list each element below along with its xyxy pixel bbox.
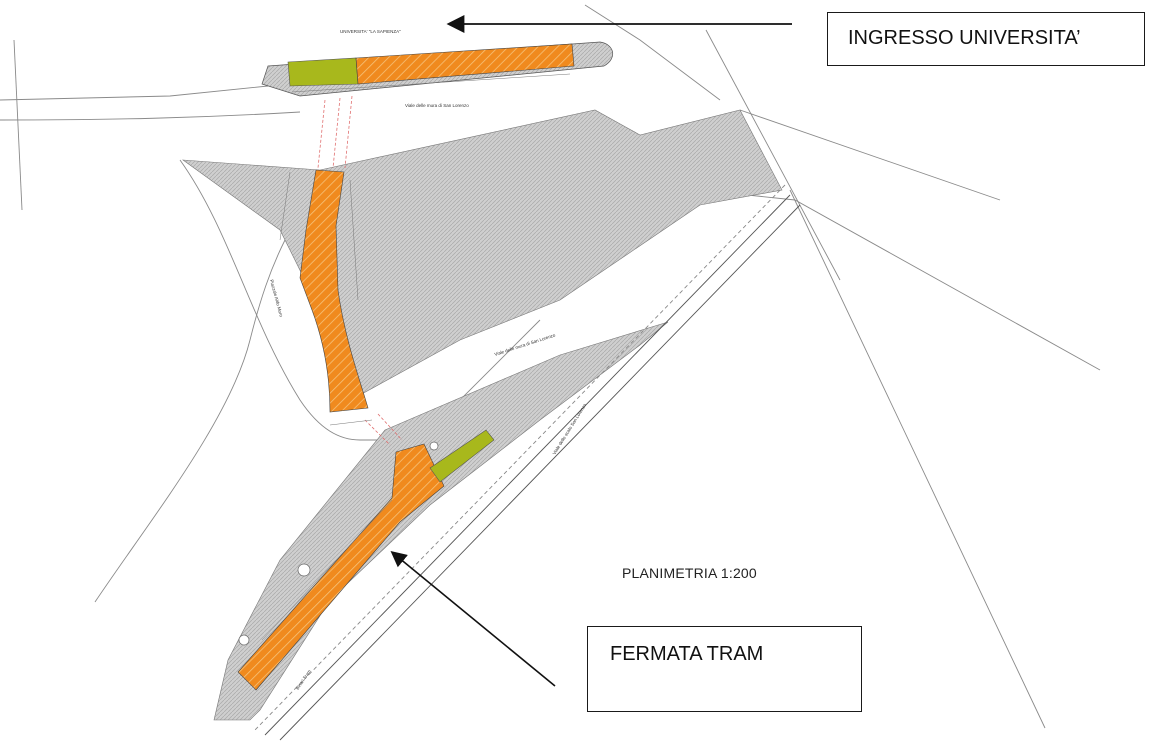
- crossing-dashes: [317, 95, 403, 446]
- label-piazzale: Piazzale Aldo Moro: [269, 279, 284, 318]
- callout-ingresso-universita: INGRESSO UNIVERSITA’: [827, 12, 1145, 66]
- callout-fermata-tram: FERMATA TRAM: [587, 626, 862, 712]
- green-area-lower: [429, 429, 495, 483]
- arrow-tram: [390, 550, 556, 687]
- scale-title: PLANIMETRIA 1:200: [622, 565, 757, 581]
- label-viale-top: Viale delle mura di San Lorenzo: [405, 103, 469, 108]
- label-binari: Binari Tram: [295, 669, 312, 691]
- orange-ramp-top: [355, 43, 575, 85]
- label-university: UNIVERSITA' "LA SAPIENZA": [340, 29, 401, 34]
- orange-ramp-lower: [237, 443, 445, 691]
- site-features: [238, 441, 439, 646]
- dimension-lines: [261, 73, 571, 641]
- tram-tracks: [254, 184, 801, 741]
- hatched-gray-area-middle: [181, 109, 783, 396]
- label-viale-mid: Viale delle mura di San Lorenzo: [494, 332, 557, 357]
- orange-ramp-middle: [299, 169, 369, 413]
- green-area-top: [287, 57, 359, 87]
